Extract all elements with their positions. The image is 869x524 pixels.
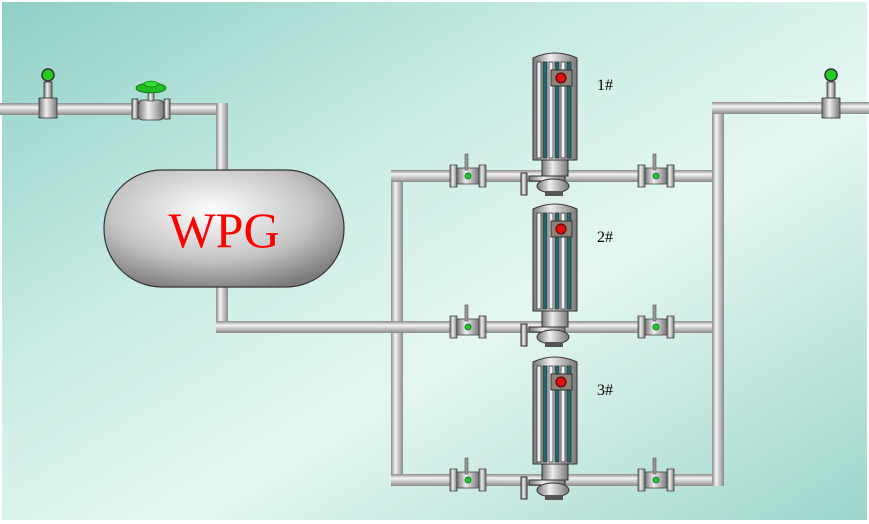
pump-1-label: 1#: [597, 77, 613, 94]
pump-2-status-light: [555, 223, 567, 235]
pump-3-status-light: [555, 376, 567, 388]
inlet-gate-valve[interactable]: [131, 80, 171, 121]
pump-1-status-light: [555, 72, 567, 84]
tank-label: WPG: [168, 202, 279, 258]
pressure-sensor-inlet[interactable]: [38, 68, 58, 119]
pump-2-label: 2#: [597, 229, 613, 246]
wpg-tank[interactable]: WPG: [103, 169, 345, 288]
pump-3-label: 3#: [597, 382, 613, 399]
pressure-sensor-outlet[interactable]: [821, 68, 841, 119]
